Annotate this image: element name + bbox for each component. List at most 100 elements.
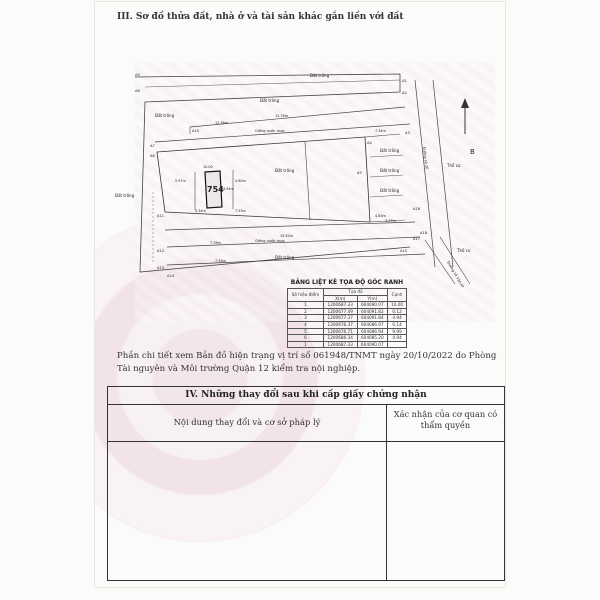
map-line: [166, 253, 426, 266]
label-gieng: Giếng nước mưa: [255, 239, 285, 243]
header-coord: Tọa độ: [322, 288, 389, 296]
point-label: A8: [135, 89, 140, 93]
parcel-number: 754: [207, 185, 224, 194]
label-dat-trong: Đất trống: [260, 98, 280, 103]
table-cell: 4.94: [387, 334, 407, 342]
table-cell: 604091.82: [356, 307, 389, 316]
coordinate-table: Số hiệu điểm Tọa độ Cạnh X(m) Y(m) 1 120…: [287, 287, 407, 349]
table-row: 6 1200686.34 604085.20 4.94: [287, 334, 407, 342]
map-line: [424, 239, 456, 285]
table-cell: 1: [287, 301, 324, 309]
dimension-label: 12.36m: [215, 121, 229, 125]
table-cell: 1200687.33: [322, 340, 358, 349]
table-cell: 9.99: [387, 327, 407, 336]
map-block-middle: [156, 136, 371, 223]
point-label: A2: [402, 91, 407, 95]
label-road: Đường số 26: [422, 147, 429, 171]
header-y: Y(m): [356, 294, 389, 303]
dimension-label: 7.33m: [215, 259, 227, 263]
table-cell: 604086.97: [356, 320, 389, 329]
dimension-label: 7.79m: [210, 241, 222, 245]
dimension-label: 15.52m: [280, 234, 294, 238]
dimension-label: 4.83m: [375, 214, 387, 218]
label-tho-cu: Thổ cư: [456, 248, 471, 253]
dimension-label: 5.97m: [175, 179, 187, 183]
table-cell: 604090.07: [356, 301, 389, 309]
table-row: 1 1200687.33 604090.07 10.00: [287, 301, 407, 309]
table-cell: 1200677.49: [322, 307, 358, 316]
table-cell: 5: [287, 327, 324, 336]
map-line: [439, 236, 471, 285]
map-line: [304, 141, 311, 221]
map-line: [144, 79, 401, 88]
map-line: [166, 236, 421, 248]
point-label: A15: [400, 249, 407, 253]
dimension-label: 7.34m: [375, 129, 387, 133]
section-4-header-row: Nội dung thay đổi và cơ sở pháp lý Xác n…: [108, 405, 504, 442]
table-row: 3 1200677.37 604091.84 4.94: [287, 314, 407, 322]
coordinate-table-block: BẢNG LIỆT KÊ TỌA ĐỘ GÓC RANH Số hiệu điể…: [287, 279, 407, 349]
table-cell: 1200676.71: [322, 327, 358, 336]
label-tho-cu: Thổ cư: [446, 163, 461, 168]
table-cell: 0.14: [387, 320, 407, 329]
point-label: A6: [150, 154, 155, 158]
map-line: [164, 221, 416, 231]
table-cell: 1: [287, 340, 324, 349]
north-arrow-head-icon: [461, 98, 469, 108]
map-boundary-outer: [134, 73, 411, 273]
map-line: [414, 79, 436, 268]
table-cell: 1200687.33: [322, 301, 358, 309]
point-label: A4: [367, 141, 372, 145]
table-cell: 2: [287, 307, 324, 316]
point-label: A1: [402, 79, 407, 83]
label-dat-trong: Đất trống: [380, 188, 400, 193]
table-row: 1 1200687.33 604090.07: [287, 340, 407, 349]
label-dat-trong: Đất trống: [155, 113, 175, 118]
table-cell: 3: [287, 314, 324, 322]
certificate-page: III. Sơ đồ thửa đất, nhà ở và tài sản kh…: [95, 2, 505, 587]
point-label: A16: [413, 207, 421, 211]
map-line: [369, 154, 404, 158]
point-label: A13: [157, 266, 164, 270]
map-line: [364, 133, 401, 138]
section-4-table: IV. Những thay đổi sau khi cấp giấy chứn…: [107, 386, 505, 581]
label-gieng: Giếng nước mưa: [255, 129, 285, 133]
column-divider: [386, 405, 387, 580]
dimension-label: 4.80m: [235, 179, 247, 183]
table-cell: 604086.94: [356, 327, 389, 336]
label-dat-trong: Đất trống: [380, 148, 400, 153]
point-label: A12: [157, 249, 164, 253]
dimension-label: 4.34m: [195, 209, 207, 213]
table-cell: 0.12: [387, 307, 407, 316]
point-label: A10: [192, 129, 200, 133]
label-point-b: B: [470, 148, 475, 156]
label-dat-trong: Đất trống: [275, 168, 295, 173]
table-row: 2 1200677.49 604091.82 0.12: [287, 307, 407, 316]
point-label: A3: [405, 131, 410, 135]
table-row: 5 1200676.71 604086.94 9.99: [287, 327, 407, 336]
table-cell: 4: [287, 320, 324, 329]
header-point: Số hiệu điểm: [287, 287, 324, 303]
map-line: [189, 106, 406, 128]
point-label: A5: [357, 171, 362, 175]
table-cell: 1200686.34: [322, 334, 358, 342]
table-row: 4 1200676.37 604086.97 0.14: [287, 320, 407, 329]
header-x: X(m): [322, 294, 358, 303]
section-3-title: III. Sơ đồ thửa đất, nhà ở và tài sản kh…: [117, 12, 404, 22]
header-edge: Cạnh: [387, 287, 407, 303]
table-cell: [387, 340, 407, 349]
column-changes-header: Nội dung thay đổi và cơ sở pháp lý: [173, 417, 321, 427]
map-line: [369, 194, 404, 198]
label-dat-trong: Đất trống: [310, 73, 330, 78]
map-line: [154, 123, 411, 143]
table-header-row: Số hiệu điểm Tọa độ Cạnh: [287, 287, 407, 303]
dimension-label: 4.94m: [223, 187, 235, 191]
coordinate-table-title: BẢNG LIỆT KÊ TỌA ĐỘ GÓC RANH: [290, 279, 404, 286]
dimension-label: 10.00: [203, 165, 213, 169]
reference-note: Phần chi tiết xem Bản đồ hiện trạng vị t…: [117, 351, 497, 374]
section-4-title: IV. Những thay đổi sau khi cấp giấy chứn…: [108, 387, 504, 405]
column-confirmation-header: Xác nhận của cơ quan có thẩm quyền: [393, 409, 498, 430]
map-line: [369, 174, 404, 178]
dimension-label: 3.17m: [385, 219, 397, 223]
